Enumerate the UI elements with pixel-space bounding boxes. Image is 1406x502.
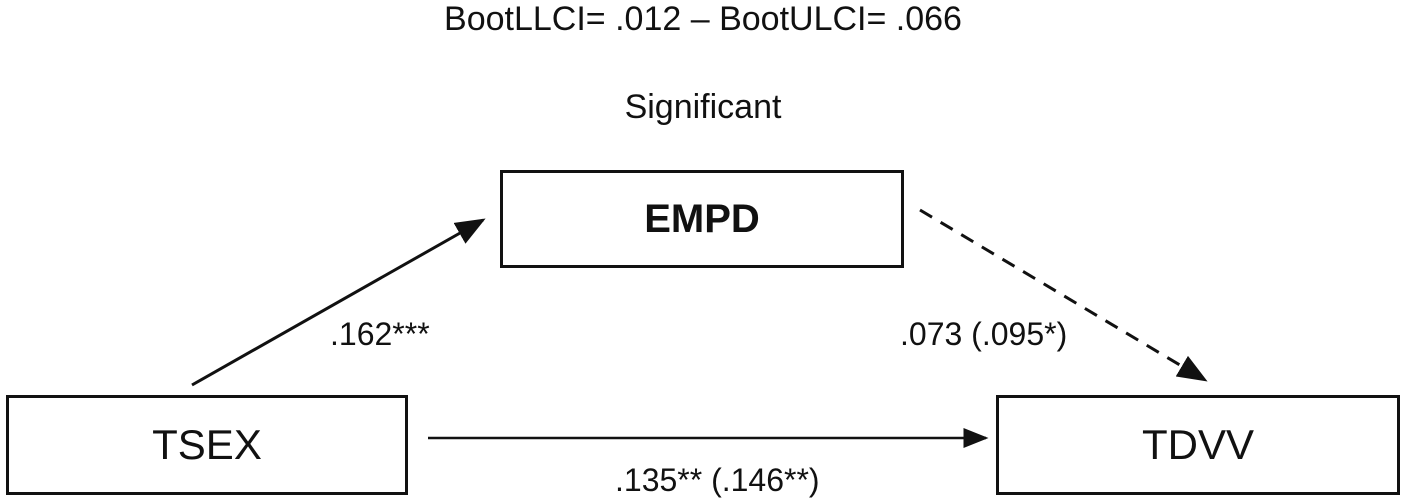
- bootstrap-ci-label: BootLLCI= .012 – BootULCI= .066: [444, 0, 962, 38]
- outcome-node-label: TDVV: [1141, 421, 1254, 468]
- path-b-coefficient: .073 (.095*): [900, 316, 1068, 352]
- mediator-node-label: EMPD: [644, 196, 760, 241]
- predictor-node-label: TSEX: [152, 421, 262, 468]
- path-b-arrow: [919, 208, 1208, 382]
- path-c-coefficient: .135** (.146**): [615, 462, 820, 498]
- outcome-node: TDVV: [996, 395, 1400, 495]
- predictor-node: TSEX: [6, 395, 408, 495]
- path-a-arrow: [191, 218, 486, 387]
- path-a-coefficient: .162***: [330, 316, 430, 352]
- mediator-node: EMPD: [500, 170, 904, 268]
- significance-label: Significant: [624, 88, 782, 126]
